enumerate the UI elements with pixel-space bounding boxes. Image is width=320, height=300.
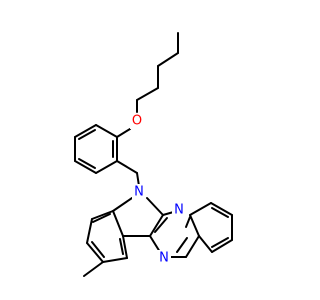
indole-nitrogen-atom: N <box>132 184 146 200</box>
bond <box>95 160 118 174</box>
bond <box>95 124 118 138</box>
bond <box>185 216 191 228</box>
lower-pyrazine-nitrogen-atom: N <box>157 250 171 266</box>
bond <box>74 124 97 138</box>
bond <box>154 217 168 233</box>
bond <box>198 235 213 253</box>
bond <box>189 214 200 237</box>
bond <box>211 239 233 253</box>
bond <box>136 172 140 187</box>
indole-nitrogen-label: N <box>134 185 144 200</box>
bond <box>91 241 105 258</box>
bond <box>211 237 229 248</box>
bond <box>86 242 104 263</box>
bond <box>78 158 96 169</box>
upper-pyrazine-nitrogen-label: N <box>174 203 184 218</box>
bond <box>92 213 111 223</box>
bond <box>116 160 138 174</box>
oxygen-atom: O <box>130 113 144 129</box>
bond <box>122 235 128 259</box>
bond <box>149 235 161 253</box>
bond <box>116 128 131 138</box>
bond <box>146 197 164 216</box>
bond <box>176 237 188 253</box>
bond <box>102 257 128 263</box>
bond <box>119 238 124 255</box>
bond <box>211 207 229 218</box>
bond <box>86 218 93 244</box>
bond <box>189 202 212 216</box>
bond <box>74 160 97 174</box>
bond <box>112 197 133 212</box>
lower-pyrazine-nitrogen-label: N <box>159 251 169 266</box>
bond <box>83 261 104 277</box>
atom-labels-group: O N N N <box>130 113 186 266</box>
molecule-structure-diagram: O N N N <box>74 32 233 277</box>
bonds-group <box>74 32 233 277</box>
upper-pyrazine-nitrogen-atom: N <box>172 202 186 218</box>
bond <box>149 214 164 237</box>
oxygen-label: O <box>132 114 142 129</box>
bond <box>112 210 124 237</box>
bond <box>210 202 233 216</box>
bond <box>157 52 179 67</box>
bond <box>91 210 114 220</box>
bond <box>78 129 96 140</box>
bond <box>136 87 159 101</box>
bond <box>185 235 200 258</box>
